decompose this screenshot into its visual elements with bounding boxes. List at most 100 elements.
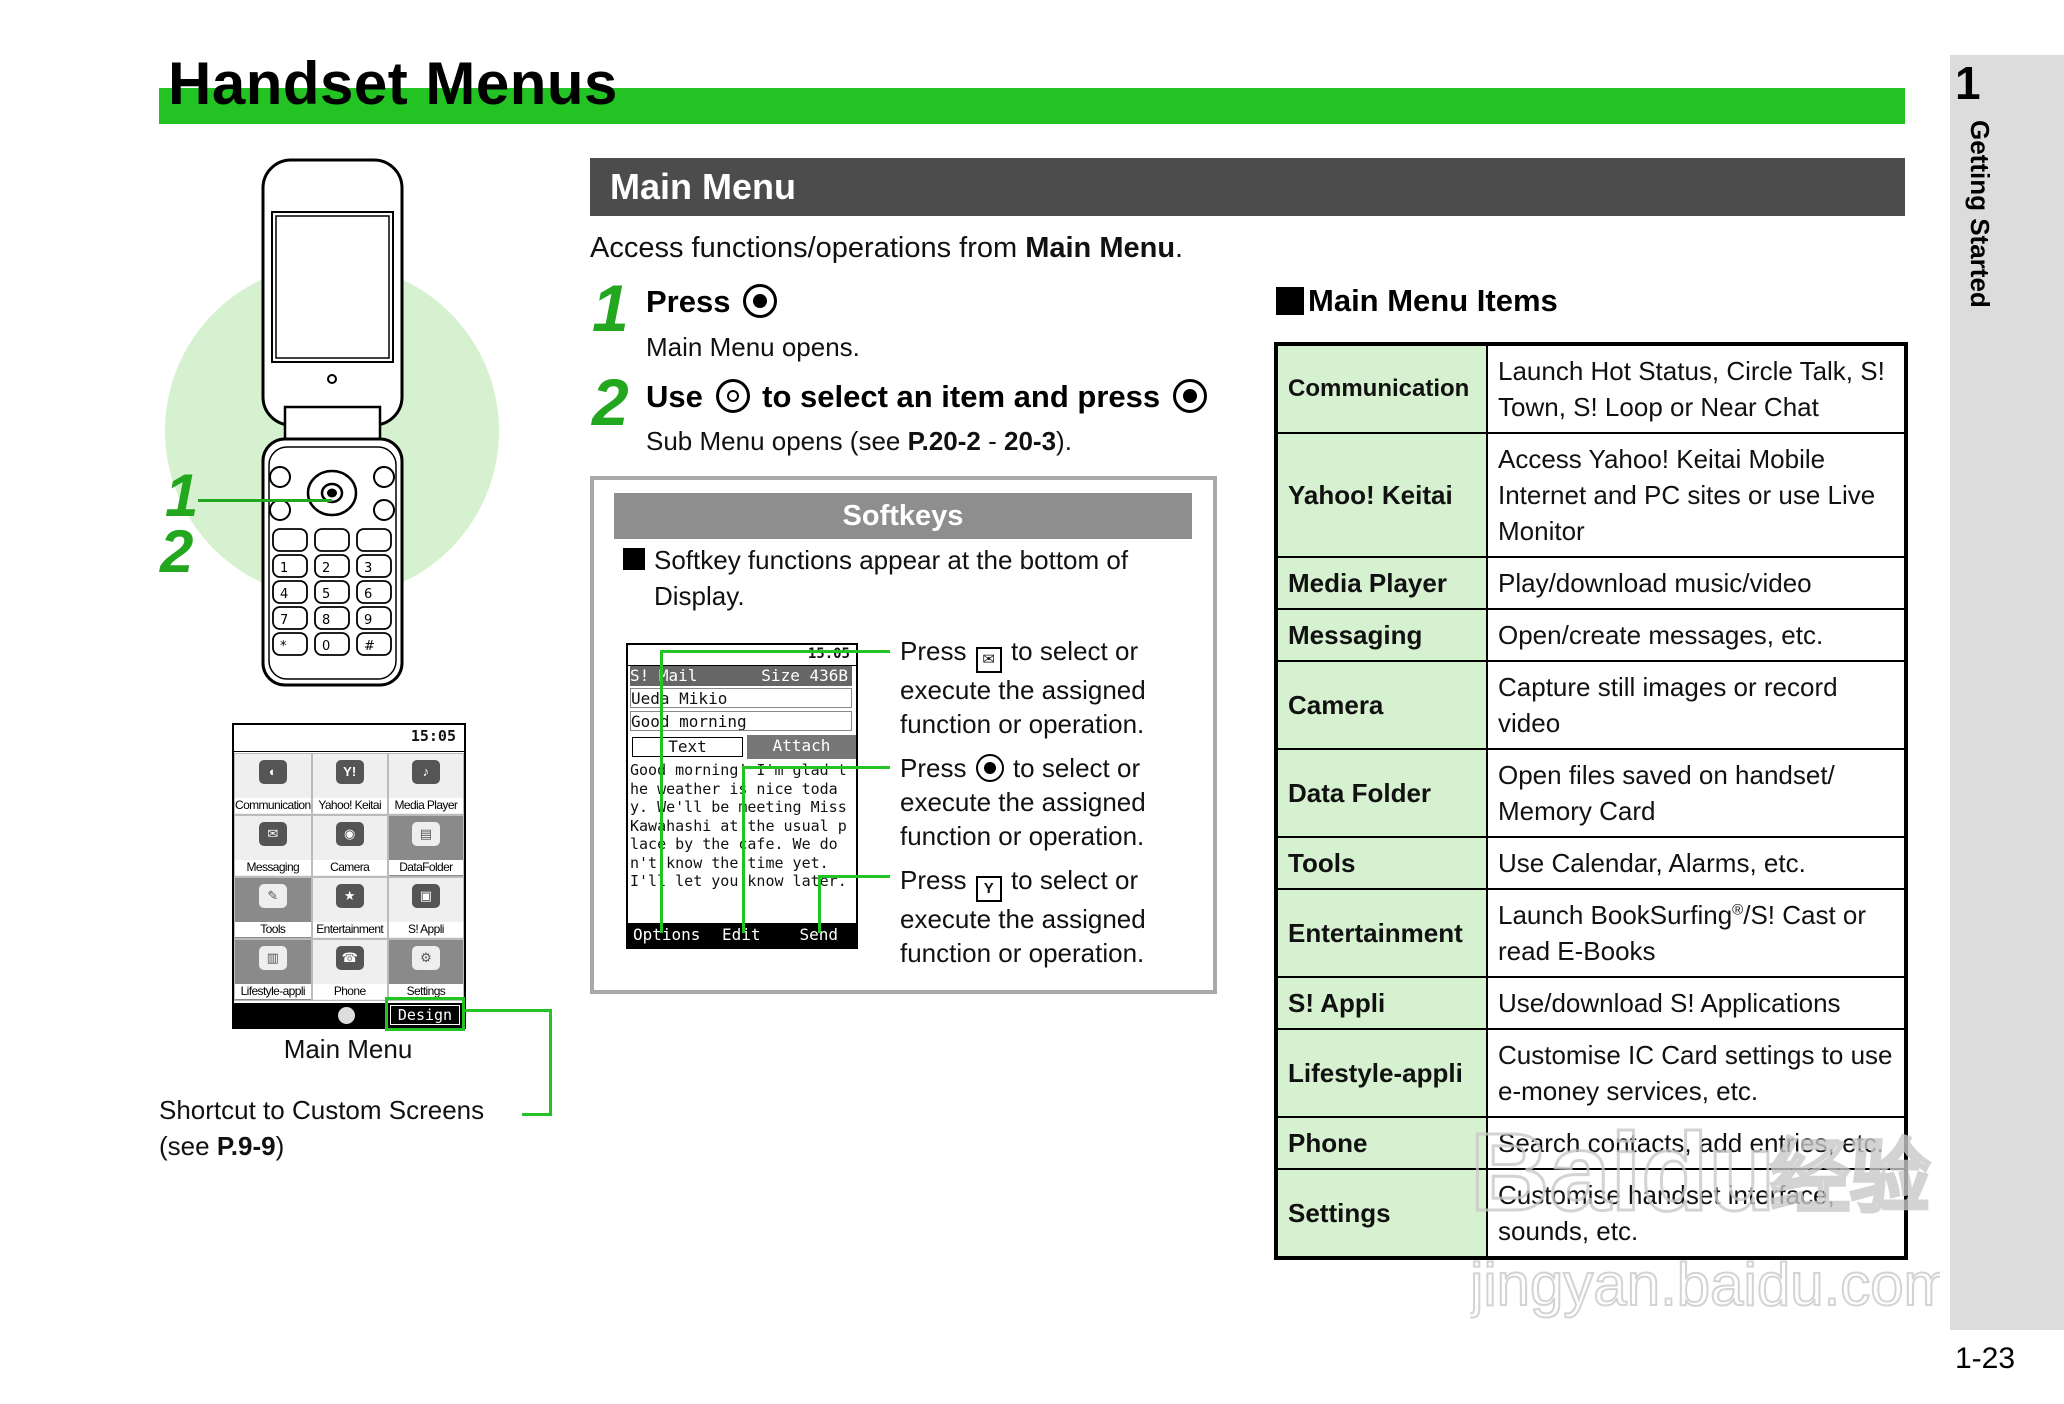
s-appli-icon: ▣ [411, 884, 440, 908]
step-number-2: 2 [592, 365, 629, 439]
shortcut-leader-line [462, 1009, 552, 1012]
menu-item-messaging[interactable]: ✉Messaging [234, 815, 312, 877]
menu-item-yahoo-keitai[interactable]: Y!Yahoo! Keitai [311, 753, 388, 815]
status-time: 15:05 [410, 727, 456, 745]
edit-leader-line [742, 766, 890, 769]
svg-text:6: 6 [364, 587, 372, 602]
phone-icon: ☎ [335, 946, 364, 970]
main-menu-screen: 15:05 ◐Communication Y!Yahoo! Keitai ♪Me… [232, 723, 466, 1029]
softkeys-title: Softkeys [842, 500, 964, 532]
section-title: Main Menu [610, 166, 796, 207]
options-softkey[interactable]: Options [633, 925, 701, 944]
svg-text:jingyan.baidu.com: jingyan.baidu.com [1470, 1251, 1940, 1318]
svg-text:2: 2 [322, 561, 330, 576]
center-key-icon [975, 754, 1004, 782]
svg-text:9: 9 [364, 613, 372, 628]
svg-text:Baidu: Baidu [1470, 1111, 1776, 1234]
page-number: 1-23 [1955, 1342, 2016, 1375]
mail-body-text[interactable]: Good morning! I'm glad the weather is ni… [630, 761, 847, 890]
options-leader-line [660, 650, 663, 933]
mail-subject-field[interactable]: Good morning [630, 711, 852, 731]
settings-icon: ⚙ [411, 946, 440, 970]
menu-item-lifestyle-appli[interactable]: ▥Lifestyle-appli [234, 939, 312, 1001]
menu-item-data-folder[interactable]: ▤DataFolder [387, 815, 464, 877]
edit-leader-line [742, 766, 745, 933]
options-softkey-description: Press ✉ to select or execute the assigne… [900, 636, 1146, 739]
yahoo-key-icon: Y [975, 876, 1002, 902]
softkeys-note: Softkey functions appear at the bottom o… [654, 545, 1129, 611]
mail-recipient-field[interactable]: Ueda Mikio [630, 688, 852, 708]
callout-leader-line [198, 499, 332, 502]
mail-size: Size 436B [761, 666, 848, 685]
step-1-instruction: Press [646, 281, 781, 323]
lifestyle-appli-icon: ▥ [258, 946, 287, 970]
softkeys-header-bar [614, 493, 1192, 539]
page-reference-link[interactable]: P.9-9 [216, 1131, 276, 1161]
intro-text: Access functions/operations from Main Me… [590, 232, 1184, 264]
svg-text:4: 4 [280, 587, 288, 602]
svg-text:*: * [280, 639, 287, 654]
design-softkey[interactable]: Design [390, 1005, 460, 1025]
mail-key-icon: ✉ [975, 647, 1002, 673]
page-reference-link[interactable]: 20-3 [1004, 426, 1057, 456]
send-leader-line [818, 875, 890, 878]
menu-item-phone[interactable]: ☎Phone [311, 939, 388, 1001]
page-reference-link[interactable]: P.20-2 [907, 426, 981, 456]
status-time: 15:05 [807, 646, 850, 662]
svg-text:经验: 经验 [1770, 1133, 1930, 1222]
chapter-tab [1950, 55, 2064, 1330]
edit-softkey[interactable]: Edit [722, 925, 761, 944]
multi-selector-icon [715, 379, 750, 413]
chapter-number: 1 [1955, 57, 1981, 109]
menu-item-settings[interactable]: ⚙Settings [387, 939, 464, 1001]
edit-softkey-description: Press to select or execute the assigned … [900, 753, 1146, 851]
step-2-instruction: Use to select an item and press [646, 376, 1211, 418]
softkey-bar: Design [234, 1003, 464, 1027]
page-title: Handset Menus [168, 50, 618, 117]
shortcut-caption: Shortcut to Custom Screens (see P.9-9) [159, 1095, 485, 1161]
heading-square-icon [1276, 287, 1304, 315]
tab-text[interactable]: Text [632, 737, 743, 757]
main-menu-caption: Main Menu [283, 1034, 413, 1064]
svg-text:8: 8 [322, 613, 330, 628]
shortcut-leader-line [549, 1009, 552, 1116]
entertainment-icon: ★ [335, 884, 364, 908]
data-folder-icon: ▤ [411, 822, 440, 846]
menu-item-media-player[interactable]: ♪Media Player [387, 753, 464, 815]
svg-text:7: 7 [280, 613, 288, 628]
svg-text:3: 3 [364, 561, 372, 576]
callout-number-1: 1 [165, 462, 199, 529]
step-number-1: 1 [592, 271, 629, 345]
center-key-icon [743, 284, 778, 318]
center-key-icon [1172, 379, 1207, 413]
status-bar: 15:05 [234, 725, 464, 752]
send-softkey[interactable]: Send [799, 925, 838, 944]
title-bar [159, 88, 1905, 124]
menu-item-s-appli[interactable]: ▣S! Appli [387, 877, 464, 939]
chapter-label: Getting Started [1965, 120, 1995, 308]
shortcut-leader-line [522, 1113, 552, 1116]
send-softkey-description: Press Y to select or execute the assigne… [900, 865, 1146, 968]
design-softkey-highlight [385, 997, 465, 1031]
menu-item-entertainment[interactable]: ★Entertainment [311, 877, 388, 939]
mail-tabs: Text Attach [628, 735, 856, 759]
tab-attach[interactable]: Attach [747, 735, 856, 759]
menu-item-communication[interactable]: ◐Communication [234, 753, 312, 815]
menu-item-tools[interactable]: ✎Tools [234, 877, 312, 939]
step-1-result: Main Menu opens. [646, 332, 860, 362]
menu-item-camera[interactable]: ◉Camera [311, 815, 388, 877]
yahoo-icon: Y! [335, 760, 364, 784]
